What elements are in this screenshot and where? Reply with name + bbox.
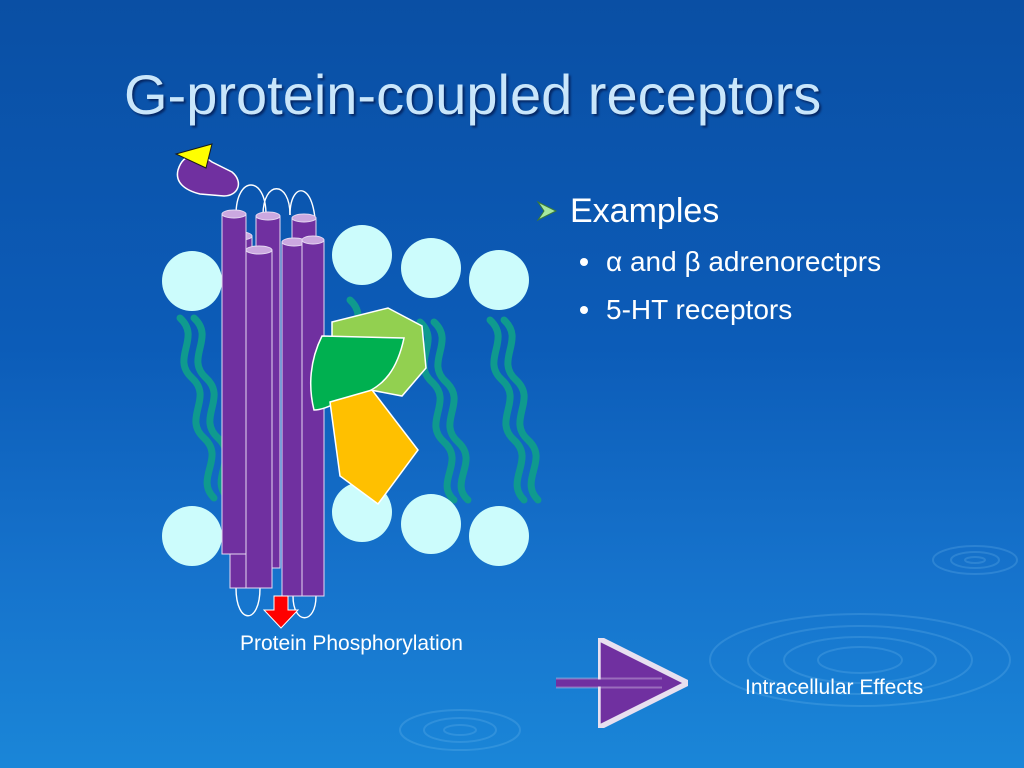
slide-title: G-protein-coupled receptors: [124, 63, 822, 126]
example-item-text: α and β adrenorectprs: [606, 246, 882, 277]
bullet-examples: Examples: [534, 188, 994, 234]
protein-phosphorylation-label: Protein Phosphorylation: [240, 632, 463, 655]
examples-heading: Examples: [570, 192, 720, 230]
helix-7: [301, 239, 325, 597]
list-item: α and β adrenorectprs: [580, 238, 994, 286]
g-protein-gamma-subunit: [329, 389, 419, 506]
intracellular-effects-label: Intracellular Effects: [745, 676, 924, 699]
helix-4: [221, 213, 247, 555]
examples-sub-list: α and β adrenorectprs 5-HT receptors: [534, 238, 994, 334]
dot-bullet-icon: [580, 258, 588, 266]
arrow-bullet-icon: [536, 200, 558, 222]
list-item: 5-HT receptors: [580, 286, 994, 334]
helix-5: [245, 249, 273, 589]
example-item-text: 5-HT receptors: [606, 294, 793, 325]
examples-bullet-list: Examples α and β adrenorectprs 5-HT rece…: [534, 188, 994, 334]
phosphorylation-arrow: [262, 595, 300, 629]
dot-bullet-icon: [580, 306, 588, 314]
transmembrane-helices: [221, 209, 325, 597]
ligand-triangle: [174, 143, 213, 169]
